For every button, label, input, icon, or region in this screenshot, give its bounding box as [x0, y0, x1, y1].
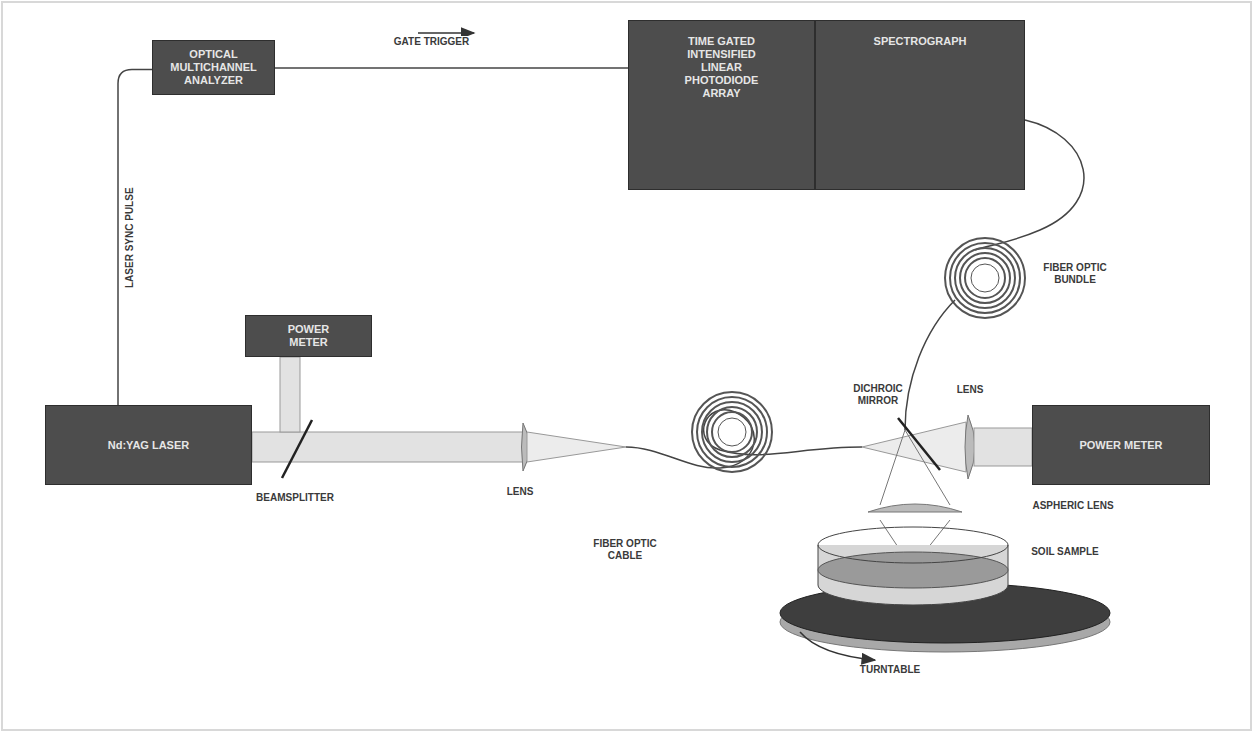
signal-label: GATE TRIGGER: [392, 36, 471, 48]
box-title: SPECTROGRAPH: [874, 35, 967, 48]
instrument-box: TIME GATED INTENSIFIED LINEAR PHOTODIODE…: [628, 20, 815, 190]
part-label: BEAMSPLITTER: [250, 492, 340, 504]
box-title: POWER METER: [1079, 439, 1162, 452]
box-title: TIME GATED INTENSIFIED LINEAR PHOTODIODE…: [667, 35, 777, 100]
part-label: LENS: [945, 384, 995, 396]
part-label: TURNTABLE: [845, 664, 935, 676]
part-label: DICHROIC MIRROR: [838, 383, 918, 407]
part-label: FIBER OPTIC CABLE: [585, 538, 665, 562]
box-title: OPTICAL MULTICHANNEL ANALYZER: [159, 48, 268, 87]
part-label: SOIL SAMPLE: [1030, 546, 1100, 558]
instrument-box: POWER METER: [245, 315, 372, 357]
instrument-box: POWER METER: [1032, 405, 1210, 485]
signal-line: [118, 70, 152, 406]
box-title: POWER METER: [269, 323, 349, 349]
instrument-box: Nd:YAG LASER: [45, 405, 252, 485]
box-title: Nd:YAG LASER: [108, 439, 190, 452]
part-label: LENS: [495, 486, 545, 498]
part-label: FIBER OPTIC BUNDLE: [1035, 262, 1115, 286]
signal-line: [275, 67, 628, 69]
part-label: ASPHERIC LENS: [1018, 500, 1128, 512]
instrument-box: OPTICAL MULTICHANNEL ANALYZER: [152, 40, 275, 95]
instrument-box: SPECTROGRAPH: [815, 20, 1025, 190]
signal-label: LASER SYNC PULSE: [124, 185, 136, 290]
